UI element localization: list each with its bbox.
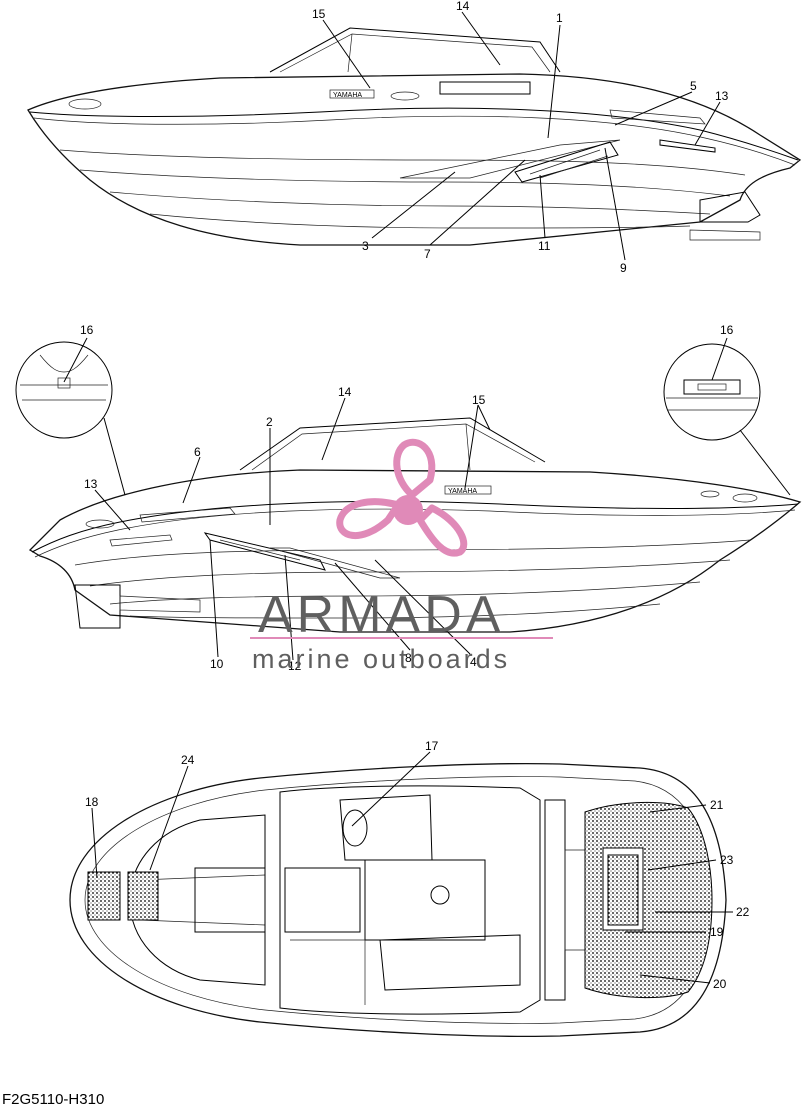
callout-3: 3 [362,239,369,253]
callout-22: 22 [736,905,750,919]
callouts-middle: 16 16 14 15 2 6 13 10 12 8 4 [80,323,734,673]
callout-9: 9 [620,261,627,275]
armada-watermark: ARMADA marine outboards [250,438,553,674]
callout-15-middle: 15 [472,393,486,407]
callout-6: 6 [194,445,201,459]
callout-19: 19 [710,925,724,939]
callouts-top: 15 14 1 5 13 3 7 11 9 [312,0,729,275]
callout-14-middle: 14 [338,385,352,399]
callout-13: 13 [715,89,729,103]
callout-23: 23 [720,853,734,867]
bow-pad [87,871,121,921]
callout-7: 7 [424,247,431,261]
svg-text:YAMAHA: YAMAHA [333,92,362,99]
callouts-bottom: 17 24 18 21 23 22 19 20 [85,739,750,991]
callout-12: 12 [288,659,302,673]
diagram-code: F2G5110-H310 [2,1091,104,1107]
callout-5: 5 [690,79,697,93]
callout-13-middle: 13 [84,477,98,491]
svg-text:YAMAHA: YAMAHA [448,488,477,495]
callout-21: 21 [710,798,724,812]
propeller-logo [336,438,468,557]
callout-15: 15 [312,7,326,21]
detail-inset-left [15,341,126,496]
boat-top-view [69,762,727,1038]
callout-11: 11 [538,239,551,253]
callout-18: 18 [85,795,99,809]
watermark-subtitle: marine outboards [252,644,510,674]
watermark-title: ARMADA [258,586,504,644]
callout-16-left: 16 [80,323,94,337]
leader-lines-bottom [91,751,733,984]
callout-24: 24 [181,753,195,767]
callout-2: 2 [266,415,273,429]
bow-step-pad [127,871,159,921]
callout-20: 20 [713,977,727,991]
callout-4: 4 [470,655,477,669]
callout-16-right: 16 [720,323,734,337]
callout-17: 17 [425,739,439,753]
boat-side-view-middle: YAMAHA [28,417,802,633]
callout-14: 14 [456,0,470,13]
boat-side-view-top: YAMAHA [27,27,802,246]
leader-lines-top [322,11,721,261]
detail-inset-right [663,343,791,496]
callout-10: 10 [210,657,224,671]
callout-8: 8 [405,651,412,665]
callout-1: 1 [556,11,563,25]
